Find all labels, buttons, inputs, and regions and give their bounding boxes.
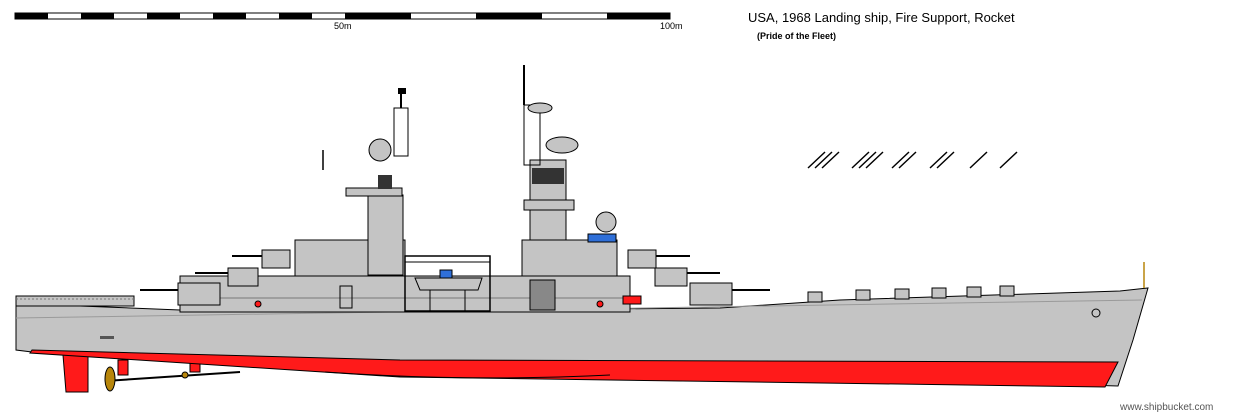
aft-mast <box>345 88 409 276</box>
boat-davit <box>404 255 491 312</box>
gun-turret-aft-1 <box>140 282 221 306</box>
gun-turret-aft-2 <box>195 267 259 287</box>
missile-icons <box>322 150 1018 170</box>
scale-label-100m: 100m <box>660 21 683 31</box>
drawing-title: USA, 1968 Landing ship, Fire Support, Ro… <box>748 10 1015 25</box>
scale-bar <box>14 12 671 20</box>
aft-deckhouse <box>15 295 135 307</box>
forward-mast <box>523 65 617 243</box>
gun-turret-fwd-2 <box>654 267 720 287</box>
gun-turret-aft-3 <box>232 249 291 269</box>
rocket-launchers <box>807 285 1015 303</box>
rudder <box>62 354 89 393</box>
drawing-subtitle: (Pride of the Fleet) <box>757 31 837 41</box>
gun-turret-fwd-1 <box>627 249 690 269</box>
gun-turret-fwd-3 <box>689 282 770 306</box>
site-credit: www.shipbucket.com <box>1120 402 1214 413</box>
scale-label-50m: 50m <box>334 21 352 31</box>
